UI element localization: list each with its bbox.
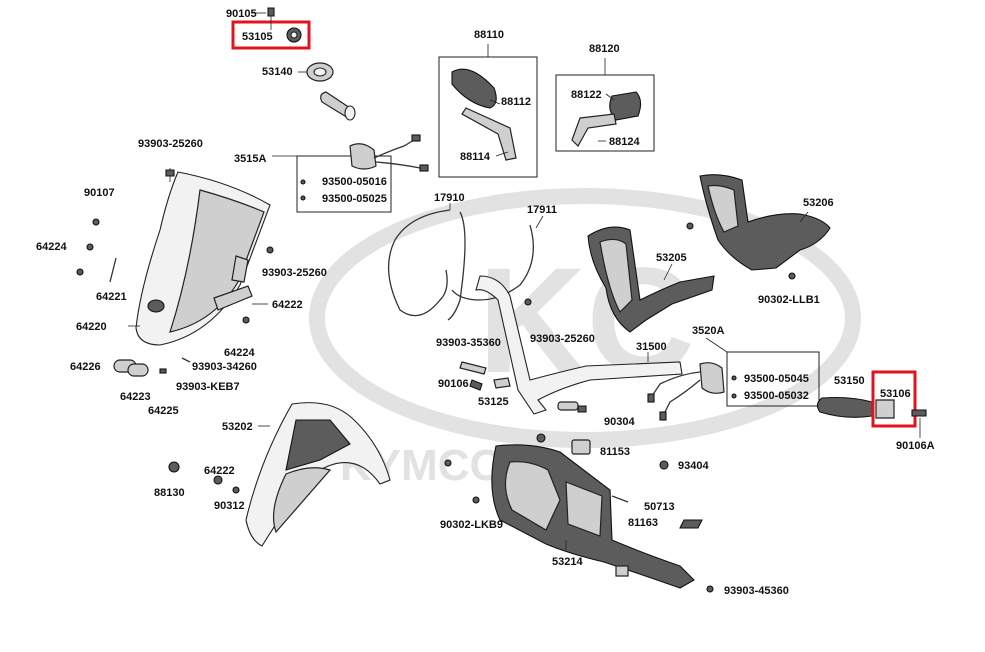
label-90106A: 90106A [896,440,935,452]
label-93903-KEB7: 93903-KEB7 [176,381,240,393]
label-93500-05016: 93500-05016 [322,176,387,188]
label-53205: 53205 [656,252,687,264]
label-88114: 88114 [460,151,491,163]
label-90106-a: 90106 [438,378,469,390]
label-64220: 64220 [76,321,107,333]
label-88122: 88122 [571,89,602,101]
windscreen-group [76,168,274,377]
label-93903-34260: 93903-34260 [192,361,257,373]
label-31500: 31500 [636,341,667,353]
label-93404: 93404 [678,460,709,472]
label-93903-45360: 93903-45360 [724,585,789,597]
label-93500-05045: 93500-05045 [744,373,809,385]
label-90312: 90312 [214,500,245,512]
label-53105: 53105 [242,31,273,43]
label-81153: 81153 [600,446,630,458]
label-64221: 64221 [96,291,127,303]
label-64222-b: 64222 [204,465,235,477]
label-90302-LLB1: 90302-LLB1 [758,294,820,306]
label-53202: 53202 [222,421,253,433]
handlebar-cover-lower [444,433,714,593]
switch-left-group [272,134,429,213]
label-93903-25260-a: 93903-25260 [138,138,203,150]
label-90105: 90105 [226,8,257,20]
label-88112: 88112 [501,96,531,108]
label-88120: 88120 [589,43,620,55]
label-88110: 88110 [474,29,504,41]
label-53140: 53140 [262,66,293,78]
label-93903-25260-c: 93903-25260 [530,333,595,345]
label-17911: 17911 [527,204,557,216]
label-64223: 64223 [120,391,151,403]
label-90304: 90304 [604,416,635,428]
throttle-grip-group [231,7,356,121]
label-93903-25260-b: 93903-25260 [262,267,327,279]
handlebar [459,275,683,415]
mirror-right-group [438,44,538,178]
label-64224-b: 64224 [224,347,255,359]
label-3520A: 3520A [692,325,724,337]
label-64225: 64225 [148,405,179,417]
label-53106: 53106 [880,388,911,400]
label-90302-LKB9: 90302-LKB9 [440,519,503,531]
label-93500-05025: 93500-05025 [322,193,387,205]
label-90107: 90107 [84,187,115,199]
label-93500-05032: 93500-05032 [744,390,809,402]
label-93903-35360: 93903-35360 [436,337,501,349]
label-17910: 17910 [434,192,465,204]
label-53206: 53206 [803,197,834,209]
label-88130: 88130 [154,487,185,499]
switch-right-group [647,337,927,438]
highlight-box-53106 [871,370,917,428]
label-53125: 53125 [478,396,509,408]
label-81163: 81163 [628,517,658,529]
mirror-left-group [555,58,655,152]
label-50713: 50713 [644,501,675,513]
front-cover-group [168,402,391,547]
label-53214: 53214 [552,556,583,568]
handlebar-cover-upper [524,174,831,333]
label-3515A: 3515A [234,153,266,165]
label-64224-a: 64224 [36,241,67,253]
label-53150: 53150 [834,375,865,387]
label-64226: 64226 [70,361,101,373]
label-64222-a: 64222 [272,299,303,311]
label-88124: 88124 [609,136,640,148]
part-labels: 90105 53105 53140 88110 88112 88114 8812… [36,8,935,597]
